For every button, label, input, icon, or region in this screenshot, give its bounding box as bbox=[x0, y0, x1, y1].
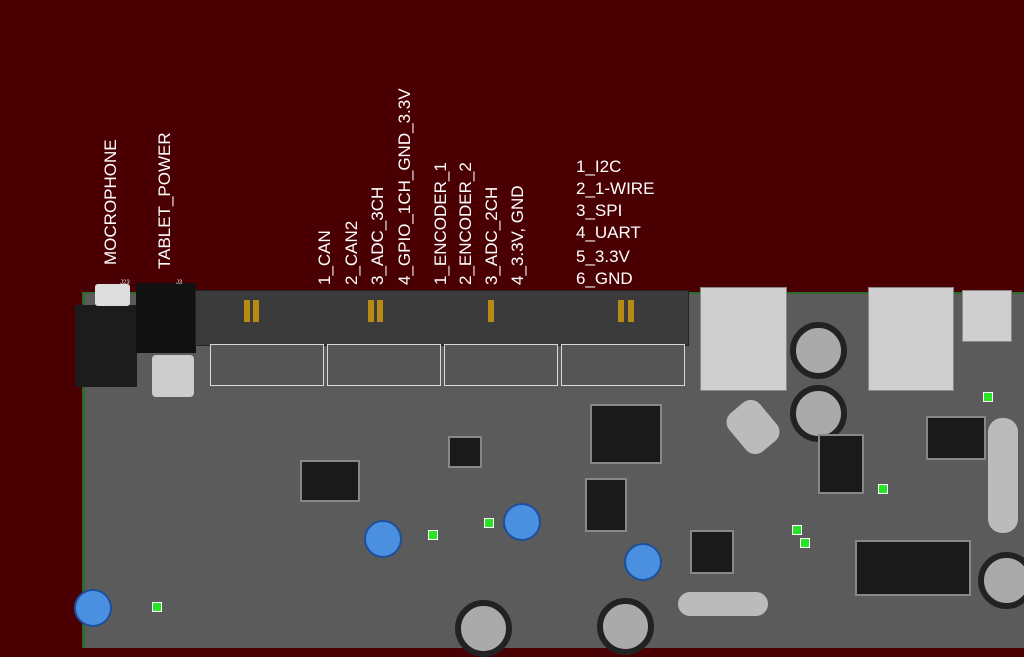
capacitor-blue bbox=[74, 589, 112, 627]
crystal bbox=[988, 418, 1018, 533]
pin bbox=[628, 300, 634, 322]
capacitor bbox=[978, 552, 1024, 609]
pin bbox=[488, 300, 494, 322]
ic-chip bbox=[926, 416, 986, 460]
led bbox=[428, 530, 438, 540]
crystal bbox=[678, 592, 768, 616]
capacitor-blue bbox=[364, 520, 402, 558]
power-pads bbox=[152, 355, 194, 397]
ic-chip bbox=[448, 436, 482, 468]
header-4 bbox=[561, 344, 685, 386]
ic-chip bbox=[585, 478, 627, 532]
ic-chip bbox=[855, 540, 971, 596]
capacitor bbox=[455, 600, 512, 657]
led bbox=[983, 392, 993, 402]
label-can-3: 3_ADC_3CH bbox=[368, 186, 387, 285]
label-enc-3: 3_ADC_2CH bbox=[482, 186, 501, 285]
led bbox=[878, 484, 888, 494]
refdes-j3: J3 bbox=[176, 280, 183, 286]
label-can-2: 2_CAN2 bbox=[342, 220, 361, 285]
led bbox=[800, 538, 810, 548]
usb-connector-1 bbox=[700, 287, 787, 391]
ic-chip bbox=[690, 530, 734, 574]
label-bus-5: 5_3.3V bbox=[576, 247, 630, 266]
label-bus-2: 2_1-WIRE bbox=[576, 179, 655, 198]
label-enc-2: 2_ENCODER_2 bbox=[456, 162, 475, 285]
pin bbox=[368, 300, 374, 322]
label-bus-1: 1_I2C bbox=[576, 157, 622, 176]
connector-strip bbox=[195, 290, 689, 346]
label-bus-6: 6_GND bbox=[576, 269, 633, 288]
micro-usb-connector bbox=[962, 290, 1012, 342]
label-microphone: MOCROPHONE bbox=[101, 139, 120, 265]
pin bbox=[618, 300, 624, 322]
capacitor-blue bbox=[503, 503, 541, 541]
ic-chip bbox=[818, 434, 864, 494]
pin bbox=[377, 300, 383, 322]
header-1 bbox=[210, 344, 324, 386]
header-3 bbox=[444, 344, 558, 386]
capacitor bbox=[597, 598, 654, 655]
label-bus-4: 4_UART bbox=[576, 223, 641, 242]
header-2 bbox=[327, 344, 441, 386]
label-enc-1: 1_ENCODER_1 bbox=[431, 162, 450, 285]
refdes-j23: J23 bbox=[120, 280, 130, 286]
label-bus-3: 3_SPI bbox=[576, 201, 623, 220]
capacitor bbox=[790, 385, 847, 442]
jack-ring bbox=[95, 284, 130, 306]
label-can-4: 4_GPIO_1CH_GND_3.3V bbox=[395, 88, 414, 285]
pin bbox=[244, 300, 250, 322]
usb-connector-2 bbox=[868, 287, 954, 391]
capacitor bbox=[790, 322, 847, 379]
label-can-1: 1_CAN bbox=[315, 230, 334, 285]
label-enc-4: 4_3.3V, GND bbox=[508, 185, 527, 285]
microphone-jack bbox=[75, 305, 137, 387]
ic-chip bbox=[300, 460, 360, 502]
capacitor-blue bbox=[624, 543, 662, 581]
pin bbox=[253, 300, 259, 322]
mcu-chip bbox=[590, 404, 662, 464]
led bbox=[484, 518, 494, 528]
led bbox=[152, 602, 162, 612]
led bbox=[792, 525, 802, 535]
tablet-power-connector bbox=[136, 283, 196, 353]
label-tablet-power: TABLET_POWER bbox=[155, 132, 174, 269]
